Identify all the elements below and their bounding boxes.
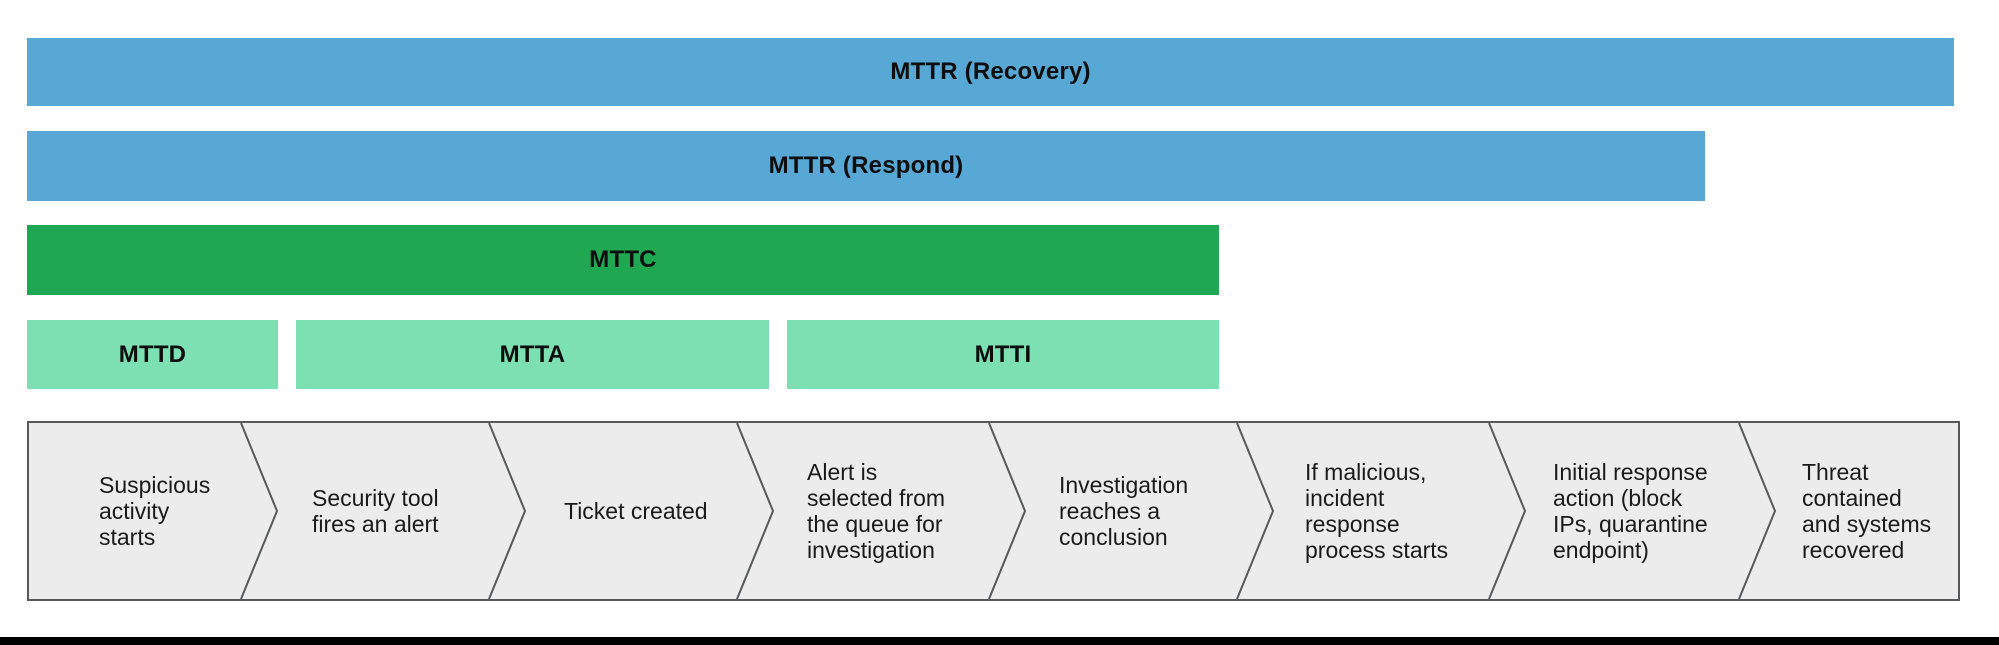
metric-bar-mtta: MTTA xyxy=(296,320,769,389)
process-step-label: Suspicious activity starts xyxy=(99,472,211,550)
bottom-edge-bar xyxy=(0,637,1999,645)
process-step-label: Threat contained and systems recovered xyxy=(1802,459,1932,563)
process-step-2: Security tool fires an alert xyxy=(312,423,492,599)
metric-bar-mttc: MTTC xyxy=(27,225,1219,295)
process-step-5: Investigation reaches a conclusion xyxy=(1059,423,1239,599)
metric-bar-label: MTTR (Recovery) xyxy=(890,58,1091,85)
process-step-label: Ticket created xyxy=(564,498,708,524)
process-step-7: Initial response action (block IPs, quar… xyxy=(1553,423,1738,599)
process-step-label: If malicious, incident response process … xyxy=(1305,459,1449,563)
chevron-divider-lines xyxy=(240,423,1777,599)
process-timeline-band: Suspicious activity starts Security tool… xyxy=(27,421,1960,601)
metric-bar-mttd: MTTD xyxy=(27,320,278,389)
metric-bar-label: MTTI xyxy=(974,340,1032,368)
metric-bar-mttr-recovery: MTTR (Recovery) xyxy=(27,38,1954,106)
process-step-1: Suspicious activity starts xyxy=(99,423,269,599)
process-step-label: Initial response action (block IPs, quar… xyxy=(1553,459,1708,563)
metric-bar-label: MTTC xyxy=(589,246,657,273)
process-step-4: Alert is selected from the queue for inv… xyxy=(807,423,987,599)
metric-bar-label: MTTA xyxy=(499,340,566,368)
metric-bar-label: MTTR (Respond) xyxy=(768,152,964,179)
metric-bar-label: MTTD xyxy=(118,340,187,368)
process-step-3: Ticket created xyxy=(564,423,744,599)
process-step-label: Alert is selected from the queue for inv… xyxy=(807,459,946,563)
process-step-label: Investigation reaches a conclusion xyxy=(1059,472,1189,550)
process-step-6: If malicious, incident response process … xyxy=(1305,423,1485,599)
process-step-label: Security tool fires an alert xyxy=(312,485,439,537)
metric-bar-mttr-respond: MTTR (Respond) xyxy=(27,131,1705,201)
metric-bar-mtti: MTTI xyxy=(787,320,1219,389)
process-step-8: Threat contained and systems recovered xyxy=(1802,423,1952,599)
